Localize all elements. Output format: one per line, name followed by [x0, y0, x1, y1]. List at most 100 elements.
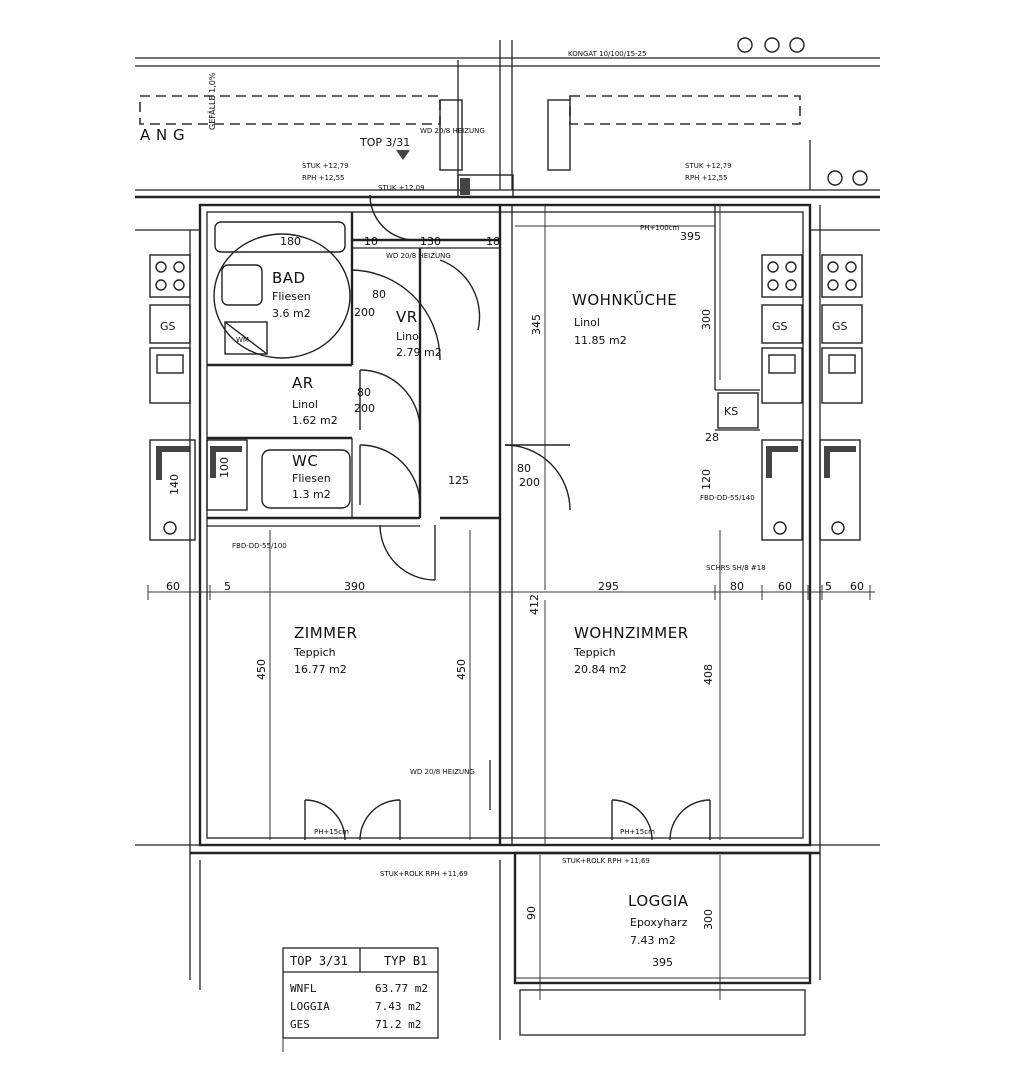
- gs-label-right: GS: [832, 320, 848, 333]
- stuk-mid: STUK +12,09: [378, 184, 425, 192]
- stuk-rolk-left: STUK+ROLK RPH +11,69: [380, 870, 468, 878]
- stove-right-icon: [821, 254, 863, 298]
- vertical-dimensions: [269, 205, 810, 1000]
- fbd-right: FBD-DD-55/140: [700, 494, 755, 502]
- wd-mid: WD 20/8 HEIZUNG: [386, 252, 451, 260]
- summary-row-label: LOGGIA: [290, 1000, 330, 1013]
- room-name: WOHNKÜCHE: [572, 290, 677, 309]
- summary-row-value: 71.2 m2: [375, 1018, 421, 1031]
- washing-machine-icon: [224, 321, 268, 355]
- grid-marker-icon: [764, 37, 780, 53]
- room-area: 11.85 m2: [574, 334, 627, 347]
- summary-row-value: 63.77 m2: [375, 982, 428, 995]
- exterior-walls: [190, 203, 820, 1040]
- summary-top: TOP 3/31: [290, 954, 348, 968]
- rph-right: RPH +12,55: [685, 174, 727, 182]
- dim-412: 412: [528, 594, 541, 615]
- washbasin-icon: [221, 264, 263, 306]
- dim-100: 100: [218, 457, 231, 478]
- room-name: WC: [292, 452, 318, 470]
- dim-395-bot: 395: [652, 956, 673, 969]
- dim-180: 180: [280, 235, 301, 248]
- stuk-left: STUK +12,79: [302, 162, 349, 170]
- neighbour-walls: [135, 205, 880, 980]
- room-area: 20.84 m2: [574, 663, 627, 676]
- room-floor: Fliesen: [292, 472, 331, 485]
- room-area: 7.43 m2: [630, 934, 676, 947]
- top-label: TOP 3/31: [359, 136, 410, 149]
- door-bath-icon: [439, 259, 481, 331]
- stove-unit-icon: [761, 254, 803, 298]
- corridor-area: [135, 40, 880, 199]
- room-floor: Linol: [396, 330, 422, 343]
- north-arrow-icon: [396, 150, 410, 160]
- gang-label: A N G: [140, 126, 185, 144]
- door-ar-icon: [359, 369, 421, 431]
- dim-5-left: 5: [224, 580, 231, 593]
- room-bad: BAD Fliesen 3.6 m2: [272, 269, 311, 320]
- dim-200c: 200: [519, 476, 540, 489]
- room-vr: VR Linol 2.79 m2: [396, 308, 442, 359]
- bathtub-icon: [214, 221, 346, 253]
- dim-300-loggia: 300: [702, 909, 715, 930]
- wd-bottom: WD 20/8 HEIZUNG: [410, 768, 475, 776]
- fridge-icon: [717, 392, 759, 429]
- sink-left-icon: [149, 347, 191, 404]
- dimension-line-main: [147, 585, 875, 600]
- schrs: SCHRS SH/8 #18: [706, 564, 766, 572]
- dim-125: 125: [448, 474, 469, 487]
- dim-80: 80: [730, 580, 744, 593]
- room-ar: AR Linol 1.62 m2: [292, 374, 338, 427]
- room-zimmer: ZIMMER Teppich 16.77 m2: [293, 624, 357, 676]
- dim-408: 408: [702, 664, 715, 685]
- toilet-icon: [261, 449, 351, 509]
- balcony-door-right-icon: [611, 799, 653, 841]
- shafts: [149, 174, 861, 541]
- room-name: BAD: [272, 269, 306, 287]
- dim-60-far: 60: [850, 580, 864, 593]
- dim-60-right: 60: [778, 580, 792, 593]
- room-wohnkueche: WOHNKÜCHE Linol 11.85 m2: [572, 290, 677, 347]
- summary-row-label: GES: [290, 1018, 310, 1031]
- room-floor: Teppich: [573, 646, 616, 659]
- dim-295: 295: [598, 580, 619, 593]
- dim-60-left: 60: [166, 580, 180, 593]
- sink-right-icon: [821, 347, 863, 404]
- summary-typ: TYP B1: [384, 954, 427, 968]
- dim-300-kitchen: 300: [700, 309, 713, 330]
- sink-unit-icon: [761, 347, 803, 404]
- room-area: 1.62 m2: [292, 414, 338, 427]
- bathroom-fixtures: WM: [213, 221, 351, 509]
- entry-door-icon: [369, 194, 416, 241]
- door-zimmer-icon: [379, 524, 436, 581]
- dim-450-mid: 450: [455, 659, 468, 680]
- grid-marker-icon: [827, 170, 843, 186]
- room-floor: Linol: [292, 398, 318, 411]
- dim-90: 90: [525, 906, 538, 920]
- wm-label: WM: [236, 336, 249, 344]
- dim-5-right: 5: [825, 580, 832, 593]
- summary-row-value: 7.43 m2: [375, 1000, 421, 1013]
- ks-label: KS: [724, 405, 738, 418]
- room-name: AR: [292, 374, 314, 392]
- ph-left: PH+15cm: [314, 828, 349, 836]
- dim-140: 140: [168, 474, 181, 495]
- dim-28: 28: [705, 431, 719, 444]
- fbd-left: FBD-DD-55/100: [232, 542, 287, 550]
- door-wohnzimmer-icon: [504, 444, 571, 511]
- grid-marker-icon: [852, 170, 868, 186]
- wd-top: WD 20/8 HEIZUNG: [420, 127, 485, 135]
- summary-row-label: WNFL: [290, 982, 317, 995]
- gs-label-unit: GS: [772, 320, 788, 333]
- room-name: ZIMMER: [294, 624, 357, 642]
- stuk-rolk-right: STUK+ROLK RPH +11,69: [562, 857, 650, 865]
- balcony-door-left-icon: [304, 799, 346, 841]
- dim-120: 120: [700, 469, 713, 490]
- dim-130: 130: [420, 235, 441, 248]
- dim-80c: 80: [517, 462, 531, 475]
- kitchen-fixtures: GS GS GS KS: [149, 254, 863, 429]
- stove-left-icon: [149, 254, 191, 298]
- room-area: 3.6 m2: [272, 307, 311, 320]
- room-area: 16.77 m2: [294, 663, 347, 676]
